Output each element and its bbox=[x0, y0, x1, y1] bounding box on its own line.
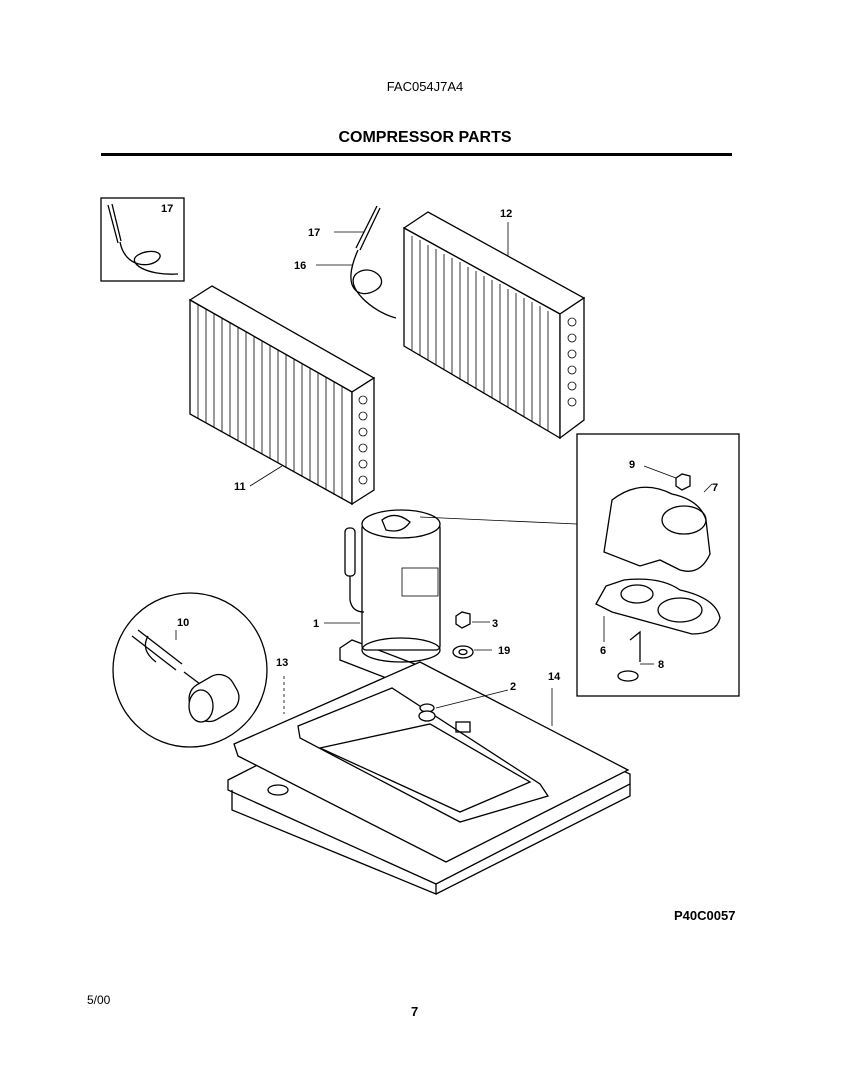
callout-label-10: 10 bbox=[177, 617, 189, 629]
callout-label-11: 11 bbox=[234, 481, 246, 493]
inset-sound-blanket bbox=[419, 433, 740, 697]
callout-label-17: 17 bbox=[308, 227, 320, 239]
capillary-tube-assembly bbox=[316, 205, 397, 319]
page-title: COMPRESSOR PARTS bbox=[338, 129, 512, 146]
callout-label-16: 16 bbox=[294, 260, 306, 272]
callout-label-6: 6 bbox=[600, 645, 606, 657]
callout-label-2: 2 bbox=[510, 681, 516, 693]
callout-label-7: 7 bbox=[712, 482, 718, 494]
callout-label-13: 13 bbox=[276, 657, 288, 669]
page-number: 7 bbox=[411, 1004, 419, 1019]
revision-date: 5/00 bbox=[87, 993, 111, 1007]
callout-label-9-top: 9 bbox=[629, 459, 635, 471]
callout-label-19: 19 bbox=[498, 645, 510, 657]
callout-label-1: 1 bbox=[313, 618, 319, 630]
compressor bbox=[324, 509, 447, 691]
inset-capacitor bbox=[112, 592, 268, 748]
inset-capillary-tube bbox=[100, 197, 185, 282]
callout-label-12: 12 bbox=[500, 208, 512, 220]
callout-label-14: 14 bbox=[548, 671, 561, 683]
mounting-grommet bbox=[418, 689, 509, 722]
callout-label-3: 3 bbox=[492, 618, 498, 630]
base-pan bbox=[227, 661, 631, 895]
model-number: FAC054J7A4 bbox=[386, 79, 464, 94]
compressor-nut-and-grommet bbox=[452, 611, 492, 659]
callout-label-8: 8 bbox=[658, 659, 664, 671]
callout-label-17-inset: 17 bbox=[161, 203, 173, 215]
title-rule bbox=[101, 153, 732, 156]
evaporator-coil bbox=[402, 211, 586, 440]
condenser-coil bbox=[188, 285, 376, 506]
drawing-code: P40C0057 bbox=[674, 908, 736, 923]
